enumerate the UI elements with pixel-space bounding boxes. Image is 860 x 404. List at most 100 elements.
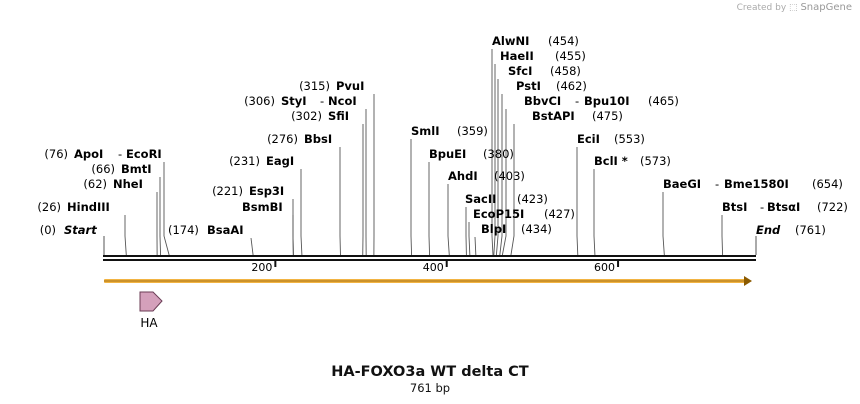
site-name[interactable]: Esp3I [249, 184, 284, 198]
site-name[interactable]: EcoP15I [473, 207, 524, 221]
ruler: 200 400 600 [251, 261, 620, 274]
site-separator: - [760, 200, 764, 214]
site-name[interactable]: Bpu10I [584, 94, 629, 108]
site-name[interactable]: AhdI [448, 169, 478, 183]
credit-prefix: Created by [736, 3, 787, 13]
site-separator: - [118, 147, 122, 161]
site-position: (573) [640, 154, 671, 168]
site-name[interactable]: HindIII [67, 200, 110, 214]
site-name[interactable]: BbvCI [524, 94, 561, 108]
site-line [163, 162, 170, 256]
site-name[interactable]: BbsI [304, 132, 332, 146]
site-separator: - [575, 94, 579, 108]
site-line [493, 64, 496, 256]
end-label: End [756, 223, 781, 237]
site-position: (302) [291, 109, 322, 123]
site-line [124, 215, 127, 256]
site-line [510, 124, 515, 256]
site-name[interactable]: EagI [266, 154, 294, 168]
site-name[interactable]: BtsI [722, 200, 747, 214]
site-name[interactable]: PvuI [336, 79, 364, 93]
ruler-tick-label: 600 [594, 261, 615, 274]
site-name[interactable]: NheI [113, 177, 143, 191]
site-separator: - [715, 177, 719, 191]
sequence-backbone-top [103, 255, 756, 257]
site-line [474, 236, 477, 256]
site-name[interactable]: PstI [516, 79, 541, 93]
site-name[interactable]: Bme1580I [724, 177, 789, 191]
site-position: (427) [544, 207, 575, 221]
site-name[interactable]: ApoI [74, 147, 103, 161]
site-position: (454) [548, 34, 579, 48]
site-position: (306) [244, 94, 275, 108]
site-position: (553) [614, 132, 645, 146]
site-line [576, 147, 579, 256]
site-name[interactable]: BstAPI [532, 109, 575, 123]
site-name[interactable]: NcoI [328, 94, 357, 108]
ha-feature-label: HA [140, 316, 158, 330]
ruler-tick-label: 200 [251, 261, 272, 274]
site-position: (276) [267, 132, 298, 146]
sequence-backbone-bottom [103, 259, 756, 261]
site-position: (62) [83, 177, 107, 191]
site-position: (722) [817, 200, 848, 214]
site-position: (465) [648, 94, 679, 108]
site-name[interactable]: SfcI [508, 64, 532, 78]
site-position: (434) [521, 222, 552, 236]
site-name[interactable]: EcoRI [126, 147, 162, 161]
site-position: (423) [517, 192, 548, 206]
site-name[interactable]: BsaAI [207, 223, 244, 237]
site-name[interactable]: SfiI [328, 109, 349, 123]
site-name[interactable]: EciI [577, 132, 600, 146]
site-name[interactable]: BtsαI [767, 200, 800, 214]
site-position: (458) [550, 64, 581, 78]
site-line [447, 184, 450, 256]
site-line [721, 215, 724, 256]
site-position: (380) [483, 147, 514, 161]
site-separator: - [320, 94, 324, 108]
end-position: (761) [795, 223, 826, 237]
site-name[interactable]: SacII [465, 192, 496, 206]
site-name[interactable]: BmtI [121, 162, 152, 176]
site-position: (403) [494, 169, 525, 183]
site-name[interactable]: BclI * [594, 154, 628, 168]
site-name[interactable]: BlpI [481, 222, 506, 236]
site-name[interactable]: AlwNI [492, 34, 529, 48]
site-line [428, 162, 431, 256]
credit-brand: SnapGene [800, 2, 852, 13]
site-position: (76) [44, 147, 68, 161]
site-name[interactable]: SmlI [411, 124, 440, 138]
orf-arrow-head[interactable] [744, 276, 752, 286]
site-line [250, 237, 254, 256]
snapgene-logo-icon: ⬚ [789, 3, 798, 13]
snapgene-credit: Created by ⬚ SnapGene [737, 2, 852, 13]
site-line [662, 192, 665, 256]
site-name[interactable]: BaeGI [663, 177, 701, 191]
site-name[interactable]: BsmBI [242, 200, 283, 214]
site-lines [124, 49, 724, 256]
site-line [159, 177, 161, 256]
site-line [593, 169, 596, 256]
map-title: HA-FOXO3a WT delta CT [331, 364, 529, 380]
site-name[interactable]: HaeII [500, 49, 534, 63]
site-position: (174) [168, 223, 199, 237]
site-position: (315) [299, 79, 330, 93]
start-label: Start [64, 223, 97, 237]
start-position: (0) [40, 223, 56, 237]
site-position: (475) [592, 109, 623, 123]
site-position: (231) [229, 154, 260, 168]
site-position: (462) [556, 79, 587, 93]
map-length: 761 bp [409, 381, 451, 395]
site-line [410, 139, 413, 256]
site-position: (66) [91, 162, 115, 176]
site-position: (26) [37, 200, 61, 214]
site-name[interactable]: StyI [281, 94, 307, 108]
site-position: (455) [555, 49, 586, 63]
ha-feature-arrow[interactable] [139, 291, 163, 312]
site-position: (221) [212, 184, 243, 198]
site-position: (654) [812, 177, 843, 191]
ruler-tick-label: 400 [423, 261, 444, 274]
site-line [468, 222, 471, 256]
site-name[interactable]: BpuEI [429, 147, 466, 161]
